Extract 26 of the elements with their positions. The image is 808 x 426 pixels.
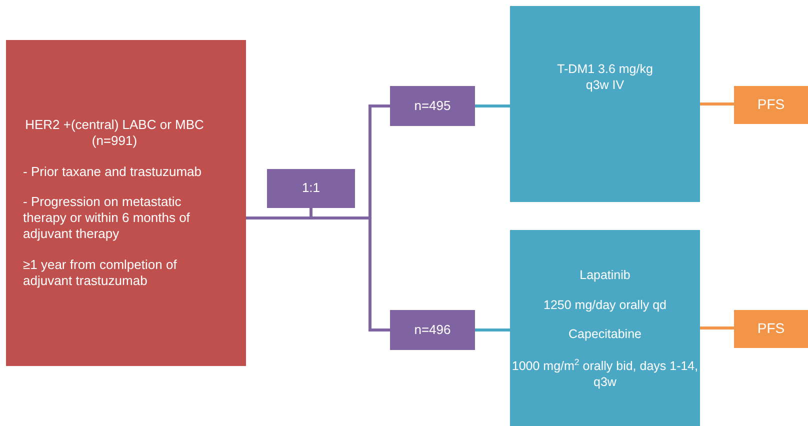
box-text: 1000 mg/m$^{2}$ orally bid, days 1-14, q3w xyxy=(510,356,700,390)
box-text: ≥1 year from comlpetion of adjuvant trastuzumab xyxy=(23,256,178,289)
box-text: T-DM1 3.6 mg/kg q3w IV xyxy=(556,62,654,94)
box-text: PFS xyxy=(757,320,785,338)
treatment-box xyxy=(510,6,700,202)
treatment-box xyxy=(510,230,700,426)
box-text: 1250 mg/day orally qd xyxy=(544,298,666,314)
box-text: 1:1 xyxy=(302,180,320,197)
connector-line xyxy=(475,104,510,108)
connector-line xyxy=(700,326,734,330)
ratio-box xyxy=(267,169,355,208)
box-text: n=496 xyxy=(414,322,451,338)
box-text: Capecitabine xyxy=(568,327,642,343)
connector-line xyxy=(700,102,734,106)
box-text: n=495 xyxy=(414,98,451,114)
box-text: Lapatinib xyxy=(580,268,630,284)
box-text: - Progression on metastatic therapy or within 6 months of adjuvant therapy xyxy=(23,194,191,242)
box-text: PFS xyxy=(757,96,785,114)
endpoint-box xyxy=(734,310,808,348)
criteria-box xyxy=(6,40,246,366)
arm-box xyxy=(390,86,475,126)
box-text: - Prior taxane and trastuzumab xyxy=(23,164,202,180)
box-text: HER2 +(central) LABC or MBC (n=991) xyxy=(24,117,205,150)
endpoint-box xyxy=(734,86,808,124)
arm-box xyxy=(390,310,475,350)
connector-line xyxy=(475,328,510,332)
